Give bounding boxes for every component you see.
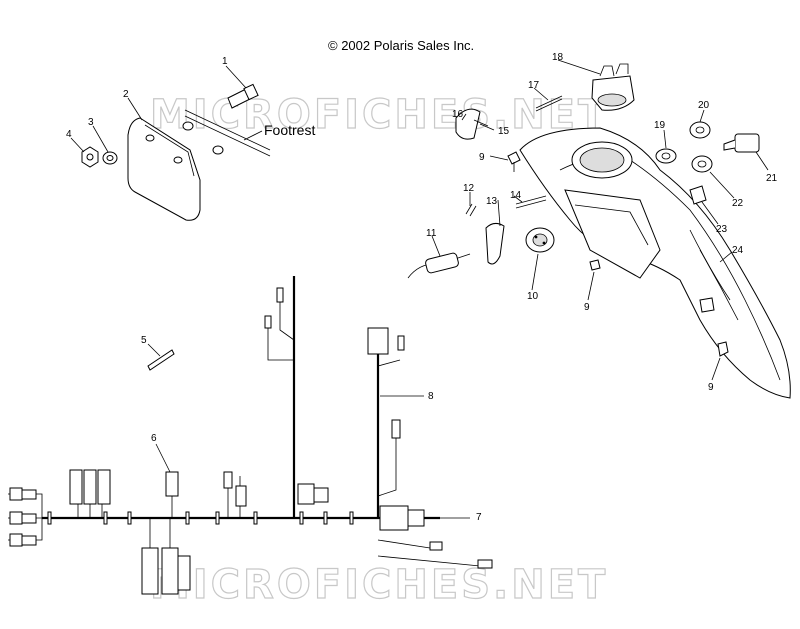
callout-21: 21 bbox=[766, 173, 778, 184]
callout-5: 5 bbox=[141, 335, 147, 346]
callout-2: 2 bbox=[123, 89, 129, 100]
footrest-label: Footrest bbox=[264, 122, 315, 138]
callout-22: 22 bbox=[732, 198, 744, 209]
callout-24: 24 bbox=[732, 245, 744, 256]
copyright-text: © 2002 Polaris Sales Inc. bbox=[328, 38, 474, 53]
hood-assembly bbox=[407, 59, 791, 399]
callout-6: 6 bbox=[151, 433, 157, 444]
callout-9-lower: 9 bbox=[584, 302, 590, 313]
callout-8: 8 bbox=[428, 391, 434, 402]
wiring-harness bbox=[8, 276, 493, 595]
callout-23: 23 bbox=[716, 224, 728, 235]
callout-20: 20 bbox=[698, 100, 710, 111]
callout-19: 19 bbox=[654, 120, 666, 131]
callout-15: 15 bbox=[498, 126, 510, 137]
callout-9-upper: 9 bbox=[479, 152, 485, 163]
callout-12: 12 bbox=[463, 183, 475, 194]
watermark-bottom: MICROFICHES.NET bbox=[150, 562, 608, 608]
callout-16: 16 bbox=[452, 109, 464, 120]
callout-13: 13 bbox=[486, 196, 498, 207]
callout-14: 14 bbox=[510, 190, 522, 201]
callouts: 1 2 3 4 5 6 7 8 9 9 9 10 11 12 13 14 15 … bbox=[66, 52, 778, 523]
callout-3: 3 bbox=[88, 117, 94, 128]
callout-9-right: 9 bbox=[708, 382, 714, 393]
footrest-assembly bbox=[70, 65, 271, 221]
callout-7: 7 bbox=[476, 512, 482, 523]
callout-17: 17 bbox=[528, 80, 540, 91]
callout-10: 10 bbox=[527, 291, 539, 302]
callout-11: 11 bbox=[426, 228, 437, 239]
callout-18: 18 bbox=[552, 52, 564, 63]
callout-4: 4 bbox=[66, 129, 72, 140]
watermark-top: MICROFICHES.NET bbox=[150, 92, 608, 138]
callout-1: 1 bbox=[222, 56, 228, 67]
